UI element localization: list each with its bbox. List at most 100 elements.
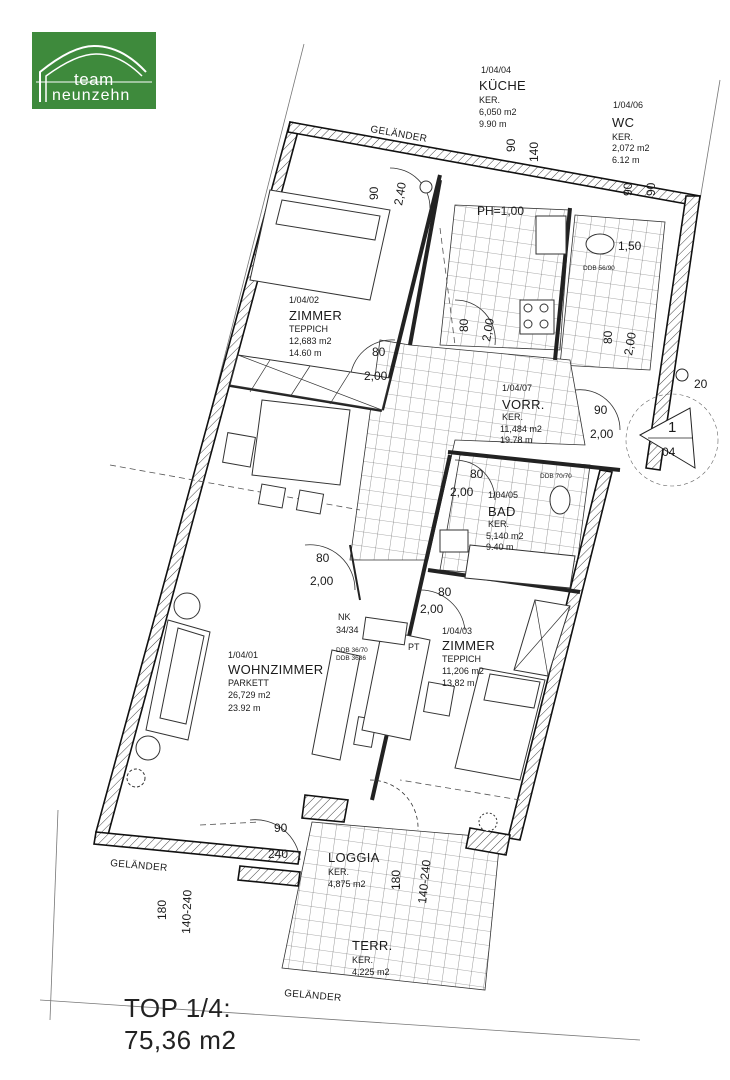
plant-icon — [478, 812, 498, 832]
label-terrasse: TERR. KER. 4,225 m2 — [352, 938, 393, 977]
loggia-pier-right — [465, 827, 511, 856]
plant-icon — [126, 768, 146, 788]
furniture — [126, 180, 615, 832]
svg-text:KER.: KER. — [488, 519, 509, 529]
logo-roof-icon — [36, 44, 152, 102]
svg-text:1/04/01: 1/04/01 — [228, 650, 258, 660]
tv-cabinet — [311, 649, 361, 761]
light-fixture-icon — [419, 180, 433, 194]
svg-text:90: 90 — [274, 821, 288, 835]
elevation-marker-icon — [675, 368, 689, 382]
ddb-label-1: DDB 36/70 — [336, 647, 368, 654]
kitchen-sink — [535, 215, 567, 255]
svg-text:2,00: 2,00 — [310, 574, 334, 588]
bathtub — [464, 544, 576, 589]
svg-text:6,050 m2: 6,050 m2 — [479, 107, 517, 117]
svg-text:80: 80 — [601, 330, 615, 344]
railing-label-terrace: GELÄNDER — [284, 987, 342, 1004]
wall-stub-loggia — [237, 865, 301, 887]
svg-text:BAD: BAD — [488, 504, 516, 519]
section-marker: 1 04 20 — [625, 368, 719, 487]
wall-kueche-wc — [553, 207, 572, 361]
wall-wohn-zimmer2 — [370, 454, 452, 801]
side-table — [135, 735, 161, 761]
pt-label: PT — [408, 642, 420, 652]
desk — [361, 629, 431, 741]
label-loggia: LOGGIA KER. 4,875 m2 — [328, 850, 380, 889]
dining-chair — [222, 432, 256, 468]
nk-number: 34/34 — [336, 625, 359, 635]
svg-text:26,729 m2: 26,729 m2 — [228, 690, 271, 700]
label-wohnzimmer: 1/04/01 WOHNZIMMER PARKETT 26,729 m2 23.… — [228, 650, 323, 713]
svg-text:2,00: 2,00 — [621, 331, 639, 357]
loggia-terrace-tiles — [281, 821, 501, 991]
svg-text:11,206 m2: 11,206 m2 — [442, 666, 484, 676]
svg-text:2,00: 2,00 — [479, 317, 497, 343]
svg-text:13.82 m: 13.82 m — [442, 678, 475, 688]
label-vorraum: 1/04/07 VORR. KER. 11,484 m2 19.78 m — [500, 383, 544, 445]
unit-total-area: TOP 1/4: 75,36 m2 — [124, 992, 236, 1056]
svg-text:PARKETT: PARKETT — [228, 678, 269, 688]
svg-text:140-240: 140-240 — [415, 859, 434, 905]
svg-text:5,140 m2: 5,140 m2 — [486, 531, 524, 541]
wall-zimmer-vorr — [380, 174, 442, 411]
label-wc: 1/04/06 WC KER. 2,072 m2 6.12 m — [612, 100, 650, 165]
logo-text-neunzehn: neunzehn — [52, 87, 131, 104]
svg-text:14.60 m: 14.60 m — [289, 348, 322, 358]
svg-text:240: 240 — [268, 847, 288, 861]
svg-text:80: 80 — [457, 318, 471, 332]
svg-text:1/04/05: 1/04/05 — [488, 490, 518, 500]
svg-text:9.40 m: 9.40 m — [486, 542, 514, 552]
dining-table — [251, 399, 351, 486]
svg-text:180: 180 — [155, 900, 169, 920]
dining-chair — [257, 483, 287, 509]
svg-text:1,50: 1,50 — [618, 239, 642, 253]
team-neunzehn-logo: team neunzehn — [32, 32, 156, 109]
logo-text-team: team — [74, 70, 114, 89]
svg-text:6.12 m: 6.12 m — [612, 155, 640, 165]
svg-text:80: 80 — [316, 551, 330, 565]
door-zimmer1 — [389, 167, 431, 209]
svg-text:KER.: KER. — [502, 412, 523, 422]
svg-text:TERR.: TERR. — [352, 938, 393, 953]
railing-label-south: GELÄNDER — [110, 857, 168, 874]
svg-text:12,683 m2: 12,683 m2 — [289, 336, 332, 346]
outer-wall-south — [93, 831, 301, 865]
label-bad: 1/04/05 BAD KER. 5,140 m2 9.40 m — [486, 490, 524, 552]
washbasin — [549, 485, 571, 515]
svg-text:TEPPICH: TEPPICH — [289, 324, 328, 334]
ddb-label-wc: DDB 56/90 — [583, 265, 615, 272]
svg-text:1/04/07: 1/04/07 — [502, 383, 532, 393]
elevation-label: 20 — [694, 377, 708, 391]
svg-text:4,875 m2: 4,875 m2 — [328, 879, 366, 889]
door-swings — [249, 167, 621, 861]
svg-text:ZIMMER: ZIMMER — [442, 638, 495, 653]
wc-tiles — [559, 214, 666, 371]
svg-text:1/04/02: 1/04/02 — [289, 295, 319, 305]
svg-text:LOGGIA: LOGGIA — [328, 850, 380, 865]
svg-text:23.92 m: 23.92 m — [228, 703, 261, 713]
svg-text:WOHNZIMMER: WOHNZIMMER — [228, 662, 323, 677]
svg-text:90: 90 — [504, 138, 518, 152]
outer-wall-east-upper — [645, 195, 701, 471]
unit-label: TOP 1/4: — [124, 993, 232, 1023]
svg-text:TEPPICH: TEPPICH — [442, 654, 481, 664]
svg-text:2,40: 2,40 — [391, 181, 409, 207]
svg-text:1/04/04: 1/04/04 — [481, 65, 511, 75]
svg-text:2,00: 2,00 — [364, 369, 388, 383]
svg-text:11,484 m2: 11,484 m2 — [500, 424, 542, 434]
svg-text:90: 90 — [594, 403, 608, 417]
label-kueche: 1/04/04 KÜCHE KER. 6,050 m2 9.90 m — [479, 65, 526, 129]
svg-text:90: 90 — [621, 182, 635, 196]
chimney-shaft — [362, 616, 408, 646]
dining-chair — [295, 489, 325, 515]
svg-text:90: 90 — [644, 182, 658, 196]
svg-text:KER.: KER. — [479, 95, 500, 105]
label-zimmer1: 1/04/02 ZIMMER TEPPICH 12,683 m2 14.60 m — [289, 295, 342, 358]
nk-label: NK — [338, 612, 351, 622]
loggia-pier-left — [301, 794, 349, 823]
svg-text:ZIMMER: ZIMMER — [289, 308, 342, 323]
svg-text:80: 80 — [372, 345, 386, 359]
svg-text:19.78 m: 19.78 m — [500, 435, 533, 445]
